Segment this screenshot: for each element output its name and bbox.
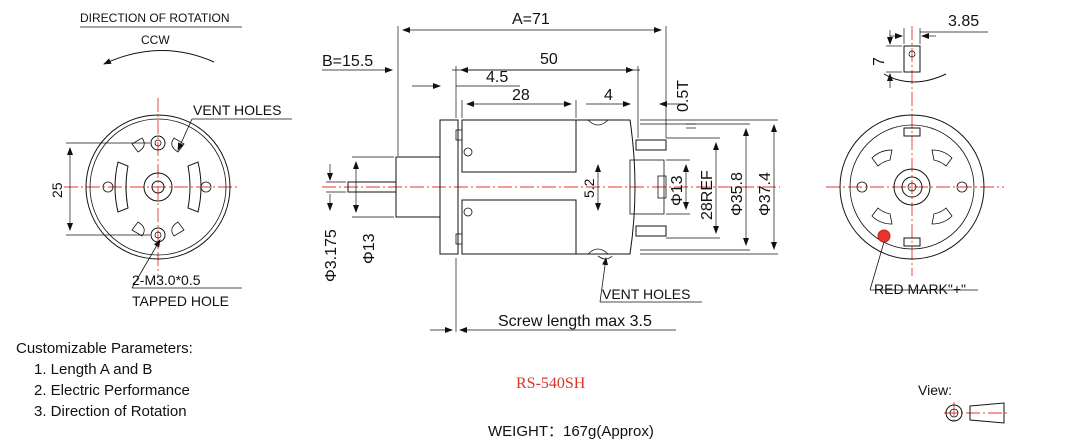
vent-holes-label-left: VENT HOLES <box>193 102 281 118</box>
vent-hole-right <box>187 161 202 213</box>
dim-3-85: 3.85 <box>948 13 979 30</box>
right-end-outer-circle <box>839 114 985 260</box>
vent-holes-label-bottom: VENT HOLES <box>602 286 690 302</box>
param-item-1: 1. Length A and B <box>34 361 153 378</box>
left-end-view: DIRECTION OF ROTATION CCW VENT HOLES 25 <box>49 11 292 309</box>
dim-25: 25 <box>49 182 65 198</box>
dim-4-5: 4.5 <box>486 69 508 86</box>
param-item-2: 2. Electric Performance <box>34 382 190 399</box>
dim-phi37-4: Φ37.4 <box>757 172 774 216</box>
terminal-bottom <box>635 225 667 237</box>
params-title: Customizable Parameters: <box>16 340 193 357</box>
dim-28: 28 <box>512 87 530 104</box>
dim-4: 4 <box>604 87 613 104</box>
weight-label: WEIGHT：167g(Approx) <box>488 423 654 440</box>
dim-b: B=15.5 <box>322 53 373 70</box>
dim-phi35-8: Φ35.8 <box>729 172 746 216</box>
rear-end-cap <box>576 119 636 255</box>
dim-a: A=71 <box>512 11 550 28</box>
tapped-hole-label: TAPPED HOLE <box>132 293 229 309</box>
terminal-slot-top <box>903 127 921 137</box>
terminal-top <box>635 139 667 151</box>
ccw-label: CCW <box>141 33 170 47</box>
terminal-slot-bottom <box>903 237 921 247</box>
param-item-3: 3. Direction of Rotation <box>34 403 187 420</box>
dim-phi3-175: Φ3.175 <box>323 229 340 282</box>
tapped-hole-top <box>150 135 166 151</box>
projection-symbol-icon <box>944 402 1008 424</box>
vent-hole-left <box>114 161 129 213</box>
model-name: RS-540SH <box>516 375 586 392</box>
rotation-arrow-icon <box>103 50 215 65</box>
view-label: View: <box>918 382 952 398</box>
red-mark-label: RED MARK"+" <box>874 281 966 297</box>
dim-0-5t: 0.5T <box>675 80 692 112</box>
customizable-parameters: Customizable Parameters: 1. Length A and… <box>16 338 193 422</box>
screw-length-label: Screw length max 3.5 <box>498 313 652 330</box>
side-view: A=71 B=15.5 50 4.5 28 4 0.5T 5.2 Φ13 28R… <box>322 11 780 333</box>
tapped-hole-spec: 2-M3.0*0.5 <box>132 272 201 288</box>
dim-50: 50 <box>540 51 558 68</box>
direction-title: DIRECTION OF ROTATION <box>80 11 230 25</box>
motor-can-upper <box>461 119 577 173</box>
dim-28ref: 28REF <box>699 170 716 220</box>
dim-phi13-shaft: Φ13 <box>361 233 378 264</box>
terminal-detail <box>903 45 921 73</box>
dim-phi13-bushing: Φ13 <box>669 175 686 206</box>
right-end-view: RED MARK"+" 3.85 7 <box>826 13 1004 297</box>
dim-5-2: 5.2 <box>581 178 597 198</box>
left-end-outer-circle <box>85 114 231 260</box>
motor-can-lower <box>461 199 577 255</box>
dim-7: 7 <box>871 57 888 66</box>
red-mark-icon <box>877 229 891 243</box>
